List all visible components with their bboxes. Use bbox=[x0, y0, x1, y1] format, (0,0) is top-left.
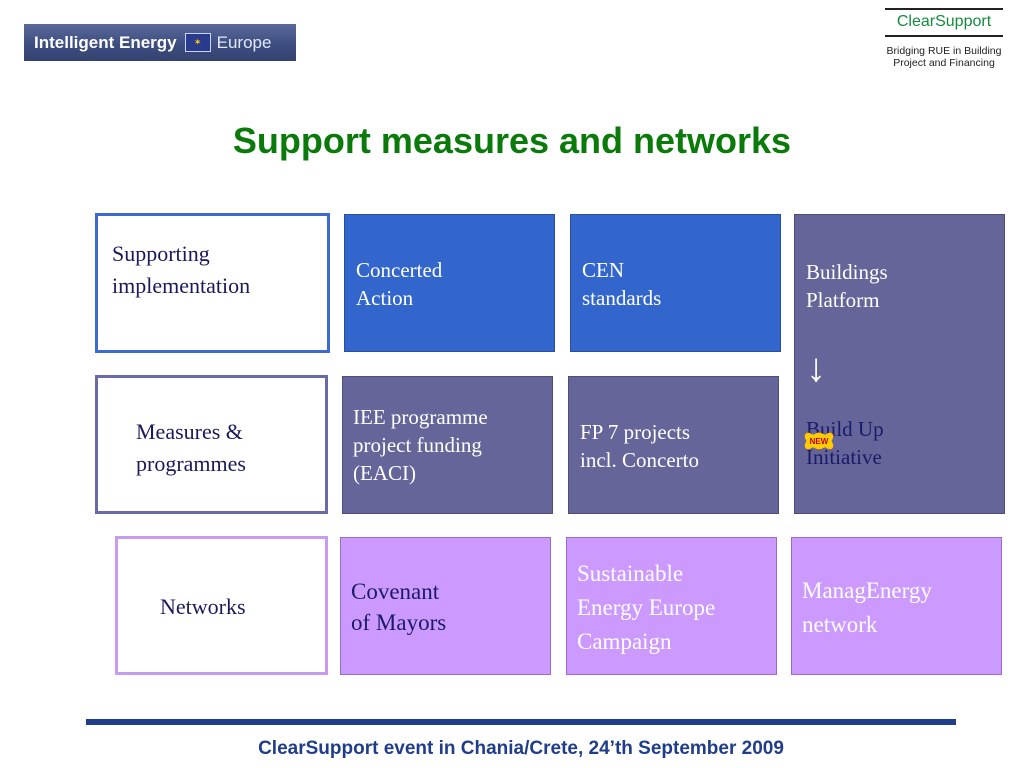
cell-line: incl. Concerto bbox=[580, 448, 699, 472]
iee-logo-light-text: Europe bbox=[216, 32, 272, 52]
row-label-supporting-implementation: Supporting implementation bbox=[95, 213, 330, 353]
cell-line: Sustainable bbox=[577, 561, 684, 586]
slide-title: Support measures and networks bbox=[232, 120, 792, 161]
cell-line: CEN bbox=[582, 258, 624, 282]
cell-line: (EACI) bbox=[353, 461, 416, 485]
row-label-measures-programmes: Measures & programmes bbox=[95, 375, 328, 514]
cell-concerted-action: Concerted Action bbox=[344, 214, 555, 352]
clearsupport-logo: ClearSupport Bridging RUE in Building Pr… bbox=[882, 8, 1006, 82]
cell-line: Buildings bbox=[806, 260, 888, 284]
new-badge-icon: NEW bbox=[804, 432, 834, 450]
cell-line: project funding bbox=[353, 433, 482, 457]
cell-managenergy-network: ManagEnergy network bbox=[791, 537, 1002, 675]
cell-line: IEE programme bbox=[353, 405, 488, 429]
tagline-line-2: Project and Financing bbox=[893, 57, 995, 69]
clearsupport-name: ClearSupport bbox=[896, 13, 992, 30]
cell-line: ManagEnergy bbox=[802, 578, 932, 603]
cell-iee-programme: IEE programme project funding (EACI) bbox=[342, 376, 553, 514]
cell-line: Campaign bbox=[577, 629, 672, 654]
footer-text: ClearSupport event in Chania/Crete, 24’t… bbox=[258, 738, 784, 759]
down-arrow-icon: ↓ bbox=[806, 345, 826, 390]
cell-line: Concerted bbox=[356, 258, 443, 282]
cell-line: Platform bbox=[806, 288, 880, 312]
row-label-networks: Networks bbox=[115, 536, 328, 675]
cell-cen-standards: CEN standards bbox=[570, 214, 781, 352]
cell-covenant-of-mayors: Covenant of Mayors bbox=[340, 537, 551, 675]
cell-line: Covenant bbox=[351, 579, 440, 604]
cell-line: FP 7 projects bbox=[580, 420, 691, 444]
cell-buildings-platform: Buildings Platform ↓ Build Up Initiative bbox=[794, 214, 1005, 514]
row-label-line: Supporting bbox=[112, 241, 210, 266]
iee-logo-strong-text: Intelligent Energy bbox=[34, 32, 177, 52]
cell-line: standards bbox=[582, 286, 662, 310]
row-label-line: Networks bbox=[160, 594, 246, 619]
row-label-line: programmes bbox=[136, 451, 246, 476]
cell-sustainable-energy-europe: Sustainable Energy Europe Campaign bbox=[566, 537, 777, 675]
logo-divider bbox=[885, 8, 1003, 10]
cell-line: Energy Europe bbox=[577, 595, 716, 620]
clearsupport-tagline: Bridging RUE in Building Project and Fin… bbox=[882, 45, 1006, 69]
cell-fp7-projects: FP 7 projects incl. Concerto bbox=[568, 376, 779, 514]
intelligent-energy-europe-logo: Intelligent Energy ✶ Europe bbox=[24, 24, 296, 61]
cell-line: of Mayors bbox=[351, 610, 447, 635]
eu-flag-icon: ✶ bbox=[184, 33, 211, 52]
tagline-line-1: Bridging RUE in Building bbox=[886, 45, 1002, 57]
row-label-line: implementation bbox=[112, 273, 251, 298]
cell-line: network bbox=[802, 612, 878, 637]
footer-divider bbox=[86, 719, 956, 725]
logo-divider bbox=[885, 35, 1003, 37]
row-label-line: Measures & bbox=[136, 419, 243, 444]
cell-line: Action bbox=[356, 286, 414, 310]
